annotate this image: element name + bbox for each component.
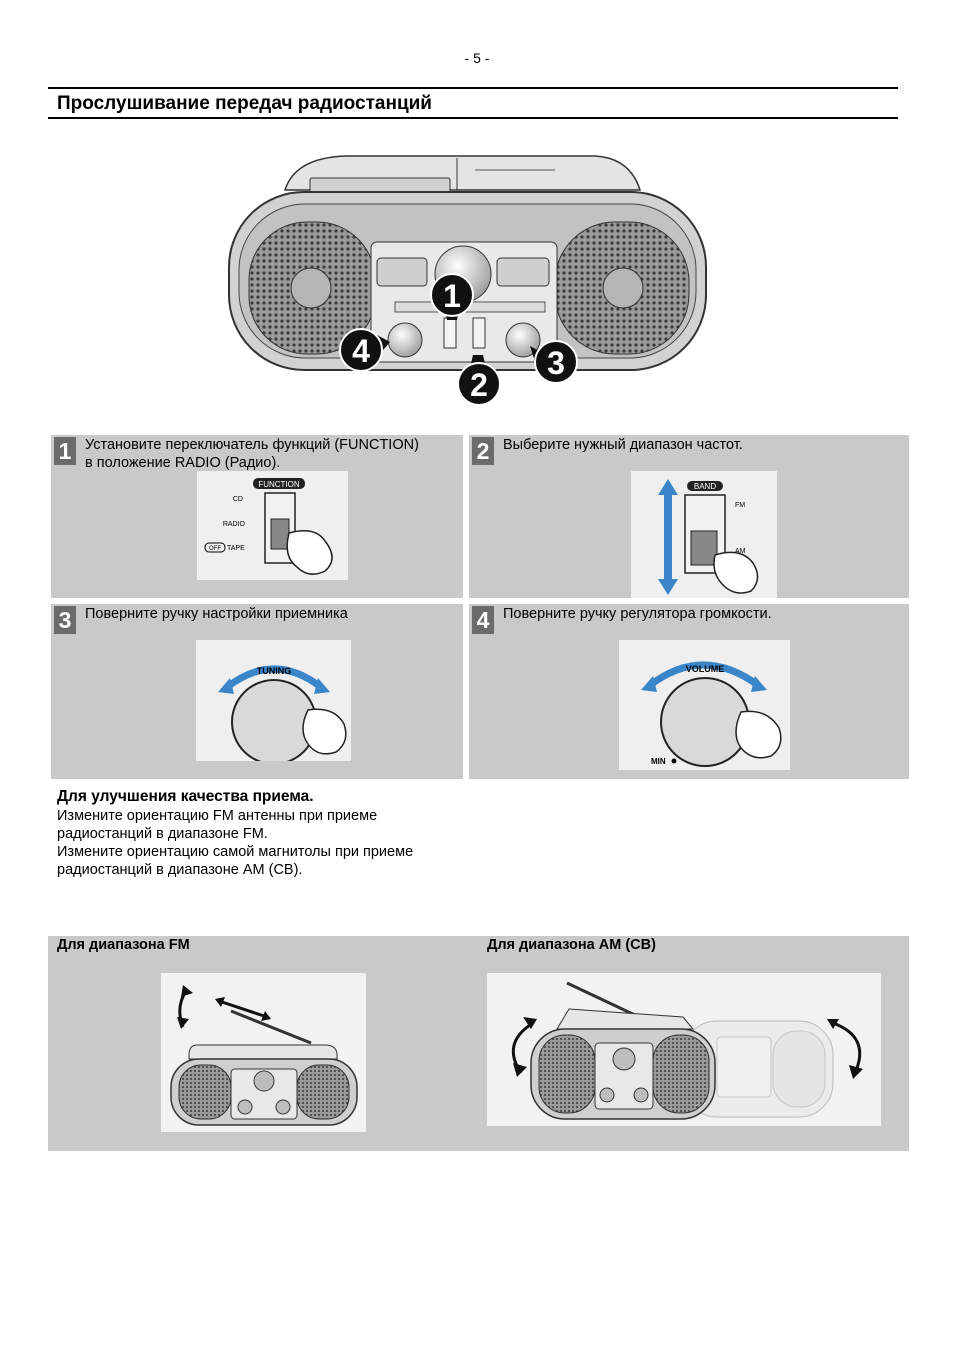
min-label: MIN	[651, 757, 666, 766]
step-1-line-1: Установите переключатель функций (FUNCTI…	[85, 437, 419, 453]
function-switch-illustration: FUNCTION CD RADIO OFF TAPE	[197, 471, 348, 580]
tape-label: TAPE	[227, 545, 245, 552]
page-number: - 5 -	[464, 50, 490, 66]
step-2-line-1: Выберите нужный диапазон частот.	[503, 437, 743, 453]
fm-band-label: Для диапазона FM	[57, 937, 190, 953]
tips-line-3: Измените ориентацию самой магнитолы при …	[57, 844, 414, 860]
off-label: OFF	[209, 546, 221, 552]
step-4-number: 4	[472, 606, 494, 634]
volume-knob-illustration: VOLUME MIN	[619, 640, 790, 770]
band-switch-illustration: BAND FM AM	[631, 471, 777, 598]
fm-label: FM	[735, 502, 745, 509]
callout-1: 1	[443, 278, 461, 314]
step-3-text: Поверните ручку настройки приемника	[85, 605, 348, 623]
step-4-line-1: Поверните ручку регулятора громкости.	[503, 606, 772, 622]
volume-label: VOLUME	[686, 664, 725, 674]
boombox-drawing: 1 2 3 4	[228, 155, 707, 406]
step-2-panel: 2 Выберите нужный диапазон частот. BAND …	[469, 435, 909, 598]
cd-label: CD	[233, 496, 243, 503]
step-3-line-1: Поверните ручку настройки приемника	[85, 606, 348, 622]
band-orientation-panel: Для диапазона FM Для диапазона AM (CB)	[48, 936, 909, 1151]
am-band-label: Для диапазона AM (CB)	[487, 937, 656, 953]
callout-3: 3	[547, 345, 565, 381]
step-3-number: 3	[54, 606, 76, 634]
tips-heading: Для улучшения качества приема.	[57, 788, 314, 805]
title-rule-bottom	[48, 117, 898, 119]
radio-label: RADIO	[223, 521, 246, 528]
tuning-knob-illustration: TUNING	[196, 640, 351, 761]
callout-2: 2	[470, 367, 488, 403]
tips-line-2: радиостанций в диапазоне FM.	[57, 826, 268, 842]
step-3-panel: 3 Поверните ручку настройки приемника TU…	[51, 604, 463, 779]
step-1-text: Установите переключатель функций (FUNCTI…	[85, 436, 419, 472]
page-title: Прослушивание передач радиостанций	[57, 93, 432, 114]
step-1-panel: 1 Установите переключатель функций (FUNC…	[51, 435, 463, 598]
step-2-text: Выберите нужный диапазон частот.	[503, 436, 743, 454]
title-rule-top	[48, 87, 898, 89]
boombox-illustration: 1 2 3 4	[225, 150, 710, 410]
am-orientation-illustration	[487, 973, 881, 1126]
am-label: AM	[735, 548, 746, 555]
step-4-text: Поверните ручку регулятора громкости.	[503, 605, 772, 623]
function-label: FUNCTION	[258, 480, 300, 489]
step-1-number: 1	[54, 437, 76, 465]
fm-antenna-illustration	[161, 973, 366, 1132]
tips-line-4: радиостанций в диапазоне AM (CB).	[57, 862, 303, 878]
callout-4: 4	[352, 333, 370, 369]
tuning-label: TUNING	[257, 666, 292, 676]
band-label: BAND	[694, 482, 716, 491]
tips-line-1: Измените ориентацию FM антенны при прием…	[57, 808, 378, 824]
step-2-number: 2	[472, 437, 494, 465]
step-1-line-2: в положение RADIO (Радио).	[85, 455, 281, 471]
step-4-panel: 4 Поверните ручку регулятора громкости. …	[469, 604, 909, 779]
